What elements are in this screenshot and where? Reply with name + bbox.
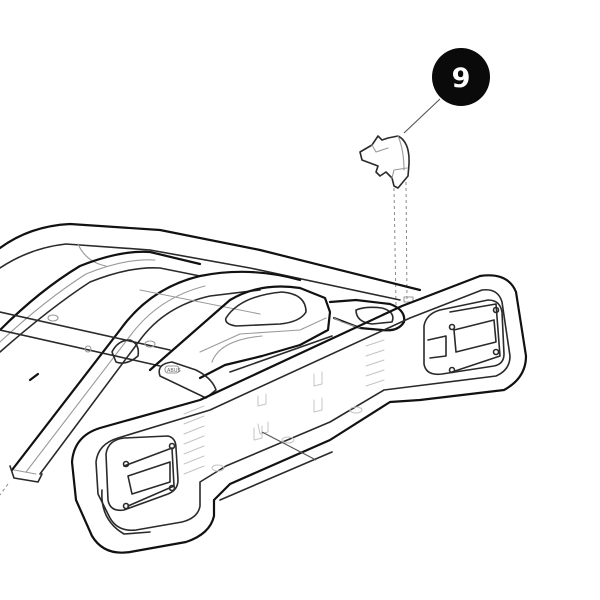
- part-9-clip: [359, 135, 414, 306]
- callout-9: 9: [403, 48, 490, 134]
- ribbing-left: [183, 405, 205, 475]
- lamp-bar: [70, 274, 528, 554]
- center-arm: ABUS: [148, 285, 406, 399]
- callout-badge: [432, 48, 490, 106]
- lamp-left: [101, 435, 179, 535]
- frame-hoops: [0, 222, 422, 496]
- ribbing-right: [365, 339, 385, 387]
- callout-leader-line: [403, 98, 441, 134]
- svg-text:ABUS: ABUS: [167, 368, 181, 374]
- lamp-right: [423, 299, 505, 376]
- callout-number: 9: [452, 63, 471, 94]
